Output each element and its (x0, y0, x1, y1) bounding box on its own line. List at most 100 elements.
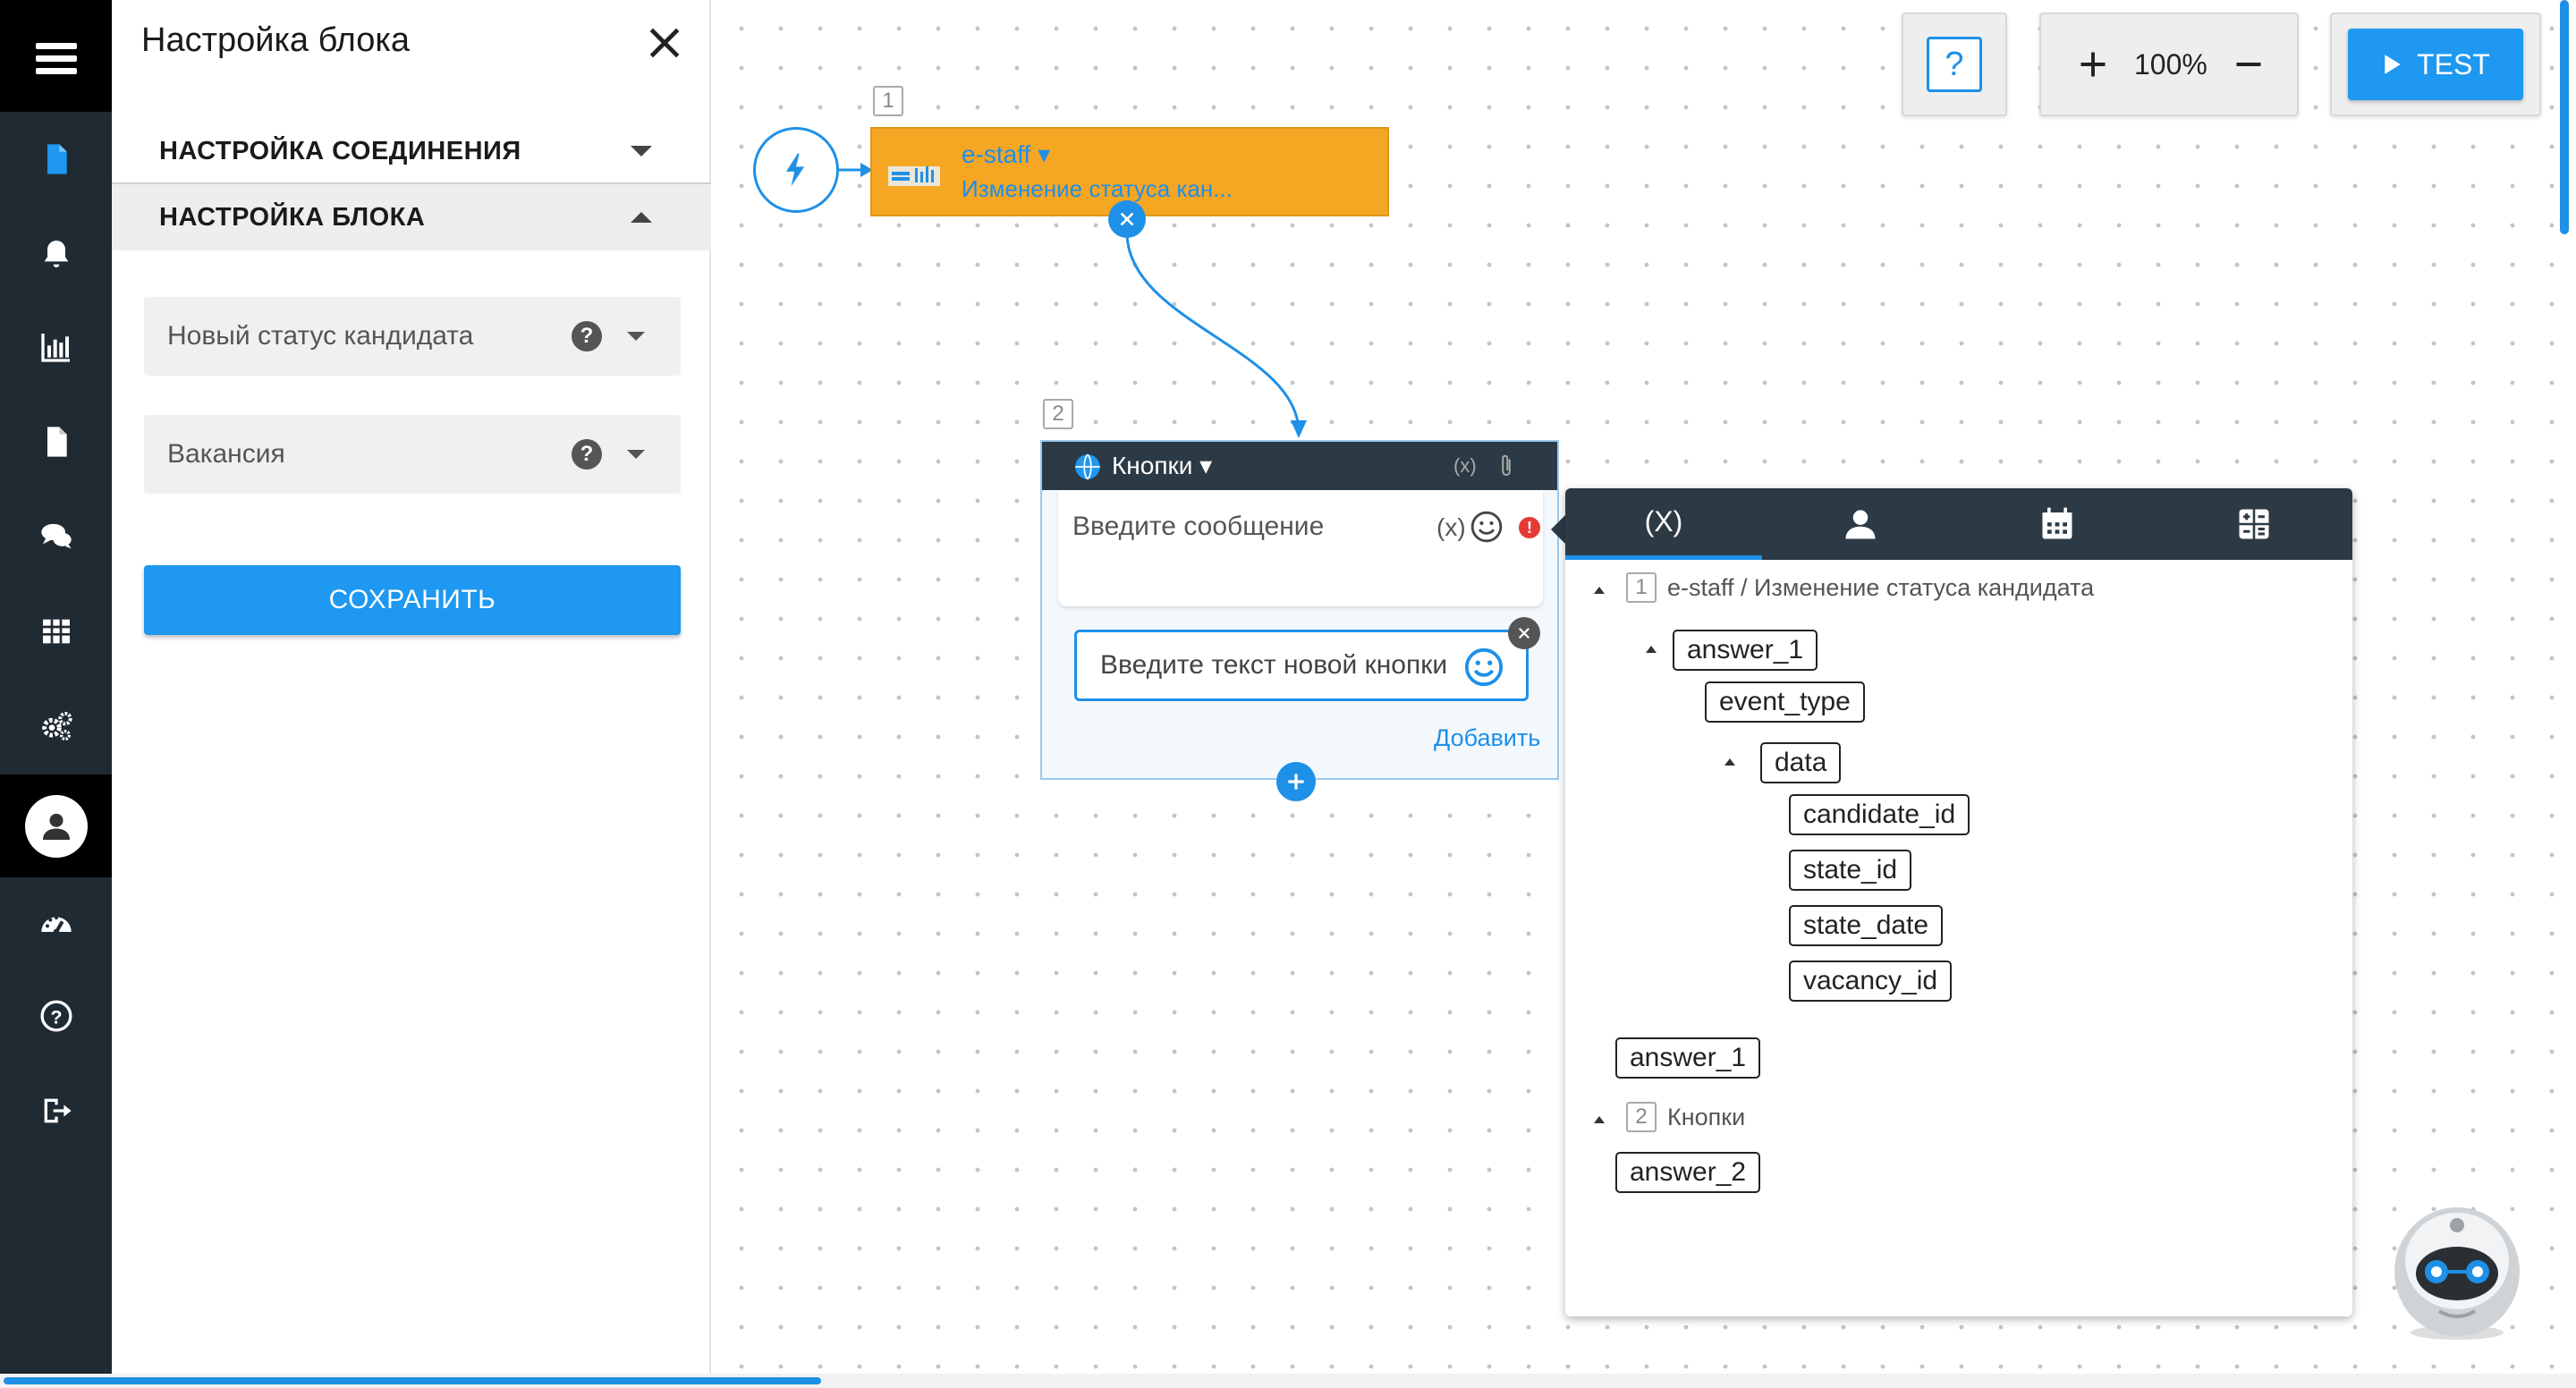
help-icon[interactable]: ? (0, 971, 112, 1061)
calendar-icon (2042, 507, 2072, 539)
zoom-in-button[interactable] (2075, 47, 2111, 82)
user-icon (1845, 510, 1876, 539)
globe-icon (1075, 453, 1100, 480)
node-number: 1 (873, 86, 903, 116)
help-button[interactable]: ? (1902, 13, 2007, 116)
message-placeholder: Введите сообщение (1072, 512, 1325, 541)
document-icon[interactable] (0, 114, 112, 204)
file-icon[interactable] (0, 397, 112, 487)
add-next-block-button[interactable] (1276, 762, 1316, 801)
field-placeholder: Новый статус кандидата (167, 321, 474, 351)
block-settings-panel: Настройка блока НАСТРОЙКА СОЕДИНЕНИЯ НАС… (112, 0, 711, 1374)
variable-chip[interactable]: data (1760, 742, 1842, 783)
node-header[interactable]: Кнопки ▾ (x) (1042, 442, 1557, 490)
collapse-icon[interactable] (1594, 587, 1605, 594)
new-button-input[interactable]: Введите текст новой кнопки (1074, 630, 1529, 701)
user-icon (42, 813, 70, 840)
collapse-icon[interactable] (1646, 646, 1657, 653)
save-button[interactable]: СОХРАНИТЬ (144, 565, 681, 635)
avatar[interactable] (24, 794, 88, 858)
variable-chip[interactable]: answer_1 (1615, 1037, 1761, 1079)
variable-chip[interactable]: state_date (1789, 905, 1944, 946)
estaff-logo-icon (888, 166, 940, 186)
remove-button-input[interactable] (1508, 617, 1540, 649)
plus-icon (1288, 774, 1304, 790)
vertical-scrollbar[interactable] (2560, 0, 2569, 234)
button-placeholder: Введите текст новой кнопки (1100, 650, 1448, 680)
chat-icon[interactable] (0, 492, 112, 581)
emoji-icon[interactable] (1470, 510, 1504, 544)
tab-calculator[interactable] (2156, 488, 2352, 560)
help-icon[interactable]: ? (572, 321, 602, 351)
panel-title: Настройка блока (141, 21, 411, 59)
new-status-select[interactable]: Новый статус кандидата ? (144, 297, 681, 376)
caret-down-icon (627, 332, 645, 341)
remove-connection-button[interactable] (1108, 200, 1146, 238)
add-button-link[interactable]: Добавить (1434, 724, 1541, 751)
insert-variable-button[interactable]: (x) (1436, 513, 1466, 541)
node-service-name[interactable]: e-staff ▾ (962, 140, 1051, 168)
gears-icon[interactable] (0, 681, 112, 771)
profile-slot[interactable] (0, 774, 112, 877)
plus-icon (2080, 52, 2106, 77)
tab-calendar[interactable] (1959, 488, 2156, 560)
section-connection-settings[interactable]: НАСТРОЙКА СОЕДИНЕНИЯ (112, 120, 711, 184)
collapse-icon[interactable] (1594, 1116, 1605, 1123)
group-header: 2 Кнопки (1626, 1102, 1745, 1132)
group-header: 1 e-staff / Изменение статуса кандидата (1626, 572, 2094, 603)
group-label: e-staff / Изменение статуса кандидата (1667, 573, 2095, 601)
variable-chip[interactable]: answer_2 (1615, 1152, 1761, 1193)
popup-tabs: (X) (1565, 488, 2352, 560)
variable-chip[interactable]: vacancy_id (1789, 961, 1953, 1002)
trigger-node[interactable] (753, 127, 839, 213)
test-label: TEST (2417, 47, 2490, 80)
node-title[interactable]: Кнопки ▾ (1112, 452, 1213, 479)
variable-chip[interactable]: candidate_id (1789, 794, 1970, 835)
test-button[interactable]: TEST (2348, 29, 2523, 100)
nav-rail: ? (0, 0, 112, 1374)
tab-variables[interactable]: (X) (1565, 488, 1762, 560)
emoji-icon[interactable] (1463, 647, 1504, 688)
section-block-settings[interactable]: НАСТРОЙКА БЛОКА (112, 184, 711, 250)
caret-down-icon (627, 450, 645, 459)
variables-toggle[interactable]: (x) (1453, 454, 1477, 477)
table-icon[interactable] (0, 587, 112, 676)
help-icon: ? (1927, 37, 1982, 92)
help-icon[interactable]: ? (572, 439, 602, 470)
chevron-down-icon (631, 146, 652, 157)
dashboard-icon[interactable] (0, 878, 112, 968)
bar-chart-icon[interactable] (0, 302, 112, 392)
tab-user[interactable] (1762, 488, 1959, 560)
variables-popup: (X) 1 e-staff / Изменение статуса кандид… (1565, 488, 2352, 1316)
field-placeholder: Вакансия (167, 439, 285, 469)
variable-chip[interactable]: answer_1 (1673, 630, 1818, 671)
menu-button[interactable] (0, 0, 112, 112)
node-number: 2 (1043, 399, 1073, 429)
group-label: Кнопки (1667, 1103, 1746, 1130)
buttons-node[interactable]: Кнопки ▾ (x) Введите сообщение (x) ! Вве… (1040, 440, 1559, 780)
calculator-icon (2239, 509, 2269, 539)
paperclip-icon[interactable] (1496, 453, 1516, 479)
close-icon[interactable] (645, 23, 684, 63)
popup-pointer (1551, 513, 1567, 546)
vacancy-select[interactable]: Вакансия ? (144, 415, 681, 494)
message-input[interactable]: Введите сообщение (x) ! (1058, 490, 1543, 606)
bell-icon[interactable] (0, 209, 112, 299)
horizontal-scrollbar-thumb[interactable] (4, 1377, 821, 1384)
lightning-icon (786, 153, 805, 187)
minus-icon (2236, 63, 2261, 66)
section-label: НАСТРОЙКА БЛОКА (159, 202, 426, 232)
assistant-robot-icon[interactable] (2390, 1198, 2524, 1341)
variable-chip[interactable]: state_id (1789, 850, 1912, 891)
close-icon (1120, 212, 1134, 226)
variable-chip[interactable]: event_type (1705, 681, 1865, 723)
zoom-out-button[interactable] (2231, 47, 2267, 82)
close-icon (1518, 627, 1530, 639)
collapse-icon[interactable] (1724, 758, 1735, 766)
test-button-container: TEST (2330, 13, 2541, 116)
node-description: Изменение статуса кан... (962, 175, 1233, 202)
error-icon: ! (1519, 517, 1540, 538)
zoom-control: 100% (2039, 13, 2299, 116)
section-label: НАСТРОЙКА СОЕДИНЕНИЯ (159, 136, 521, 165)
logout-icon[interactable] (0, 1066, 112, 1155)
